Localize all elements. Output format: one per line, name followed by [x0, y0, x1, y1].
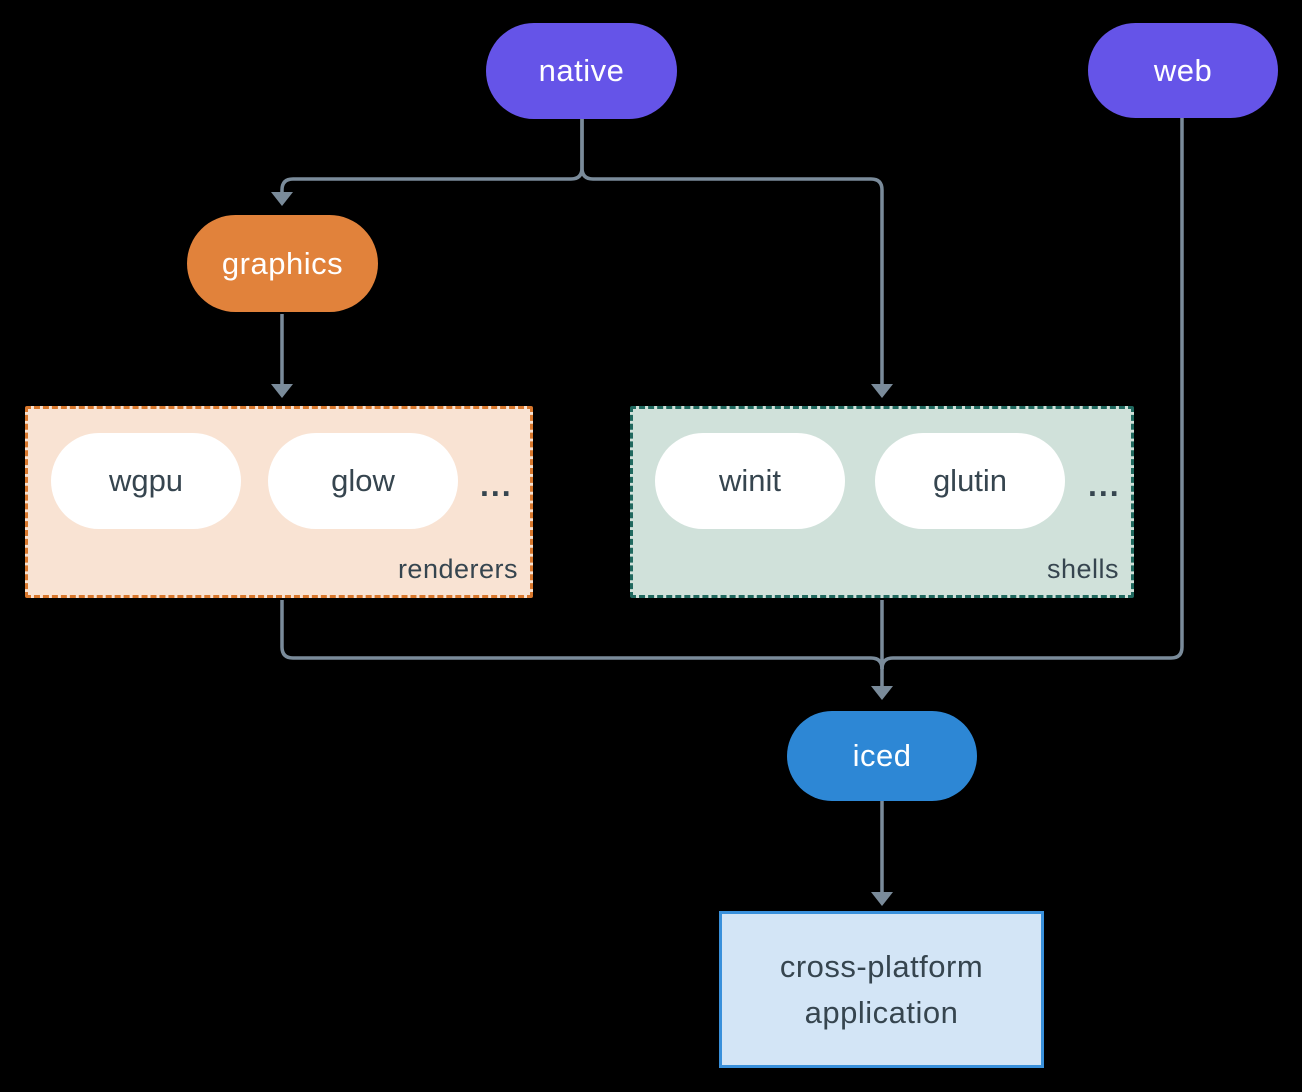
renderers-group-label: renderers	[397, 554, 518, 584]
node-glow-label: glow	[331, 463, 395, 498]
node-native: native	[486, 23, 677, 119]
arrowhead-shells	[871, 384, 893, 398]
shells-ellipsis: ...	[1088, 467, 1121, 503]
node-web: web	[1088, 23, 1278, 118]
edge-native-to-graphics	[280, 119, 584, 192]
node-wgpu-label: wgpu	[108, 463, 184, 498]
node-native-label: native	[538, 53, 625, 88]
node-iced-label: iced	[852, 738, 912, 773]
arrowhead-iced	[871, 686, 893, 700]
node-glutin-label: glutin	[932, 463, 1008, 498]
node-glutin: glutin	[875, 433, 1065, 529]
node-iced: iced	[787, 711, 977, 801]
node-winit: winit	[655, 433, 845, 529]
node-graphics: graphics	[187, 215, 378, 312]
edge-renderers-to-iced	[280, 600, 884, 670]
node-glow: glow	[268, 433, 458, 529]
edge-native-to-shells	[580, 119, 884, 384]
arrowhead-graphics	[271, 192, 293, 206]
group-renderers: wgpu glow ... renderers	[25, 406, 533, 598]
node-graphics-label: graphics	[221, 245, 344, 281]
app-label-line2: application	[804, 994, 959, 1030]
app-label-line1: cross-platform	[779, 948, 984, 984]
node-winit-label: winit	[718, 463, 781, 498]
arrowhead-app	[871, 892, 893, 906]
shells-group-label: shells	[1046, 554, 1119, 584]
arrowhead-renderers	[271, 384, 293, 398]
node-wgpu: wgpu	[51, 433, 241, 529]
group-shells: winit glutin ... shells	[630, 406, 1134, 598]
renderers-ellipsis: ...	[480, 467, 513, 503]
node-web-label: web	[1153, 52, 1213, 88]
node-cross-platform-application: cross-platform application	[719, 911, 1044, 1068]
